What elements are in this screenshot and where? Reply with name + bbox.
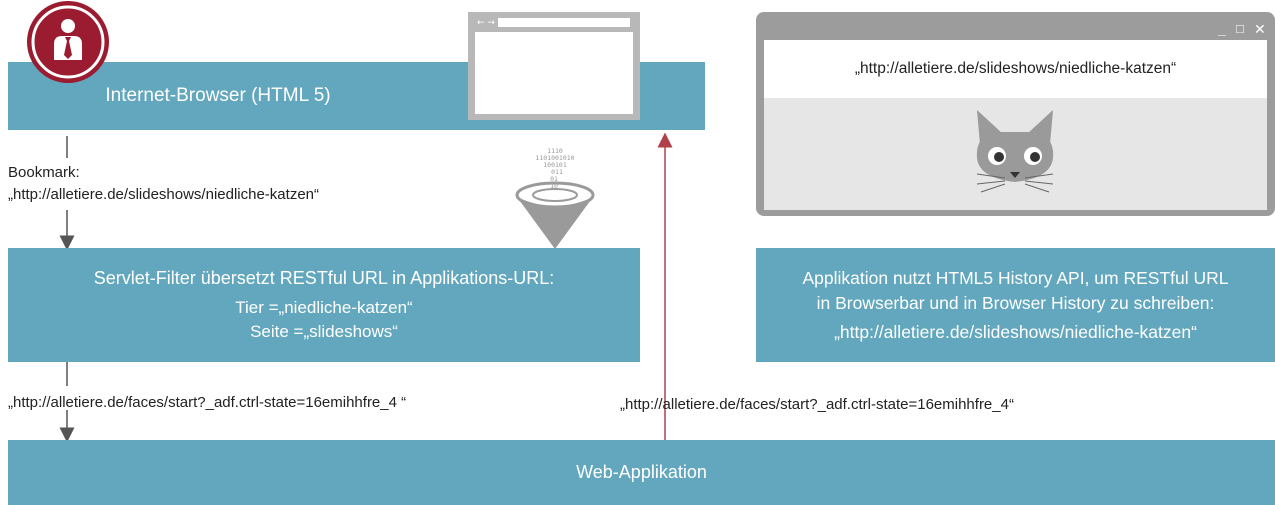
window-minimize-icon: _ [1218, 21, 1226, 37]
binary-line: 01 [550, 175, 558, 183]
history-api-box: Applikation nutzt HTML5 History API, um … [756, 248, 1275, 362]
binary-line: 1101001010 [535, 154, 574, 162]
servlet-filter-seite: Seite =„slideshows“ [250, 322, 398, 341]
svg-text:← →: ← → [477, 18, 495, 28]
binary-line: 10 [550, 182, 558, 190]
request-url-right: „http://alletiere.de/faces/start?_adf.ct… [620, 396, 1014, 413]
history-api-line1: Applikation nutzt HTML5 History API, um … [802, 267, 1229, 288]
servlet-filter-box: Servlet-Filter übersetzt RESTful URL in … [8, 248, 640, 362]
servlet-filter-title: Servlet-Filter übersetzt RESTful URL in … [93, 268, 555, 288]
mock-page-content [764, 98, 1267, 210]
web-application-bar: Web-Applikation [8, 440, 1275, 505]
mock-browser-window: _ □ ✕ „http://alletiere.de/slideshows/ni… [756, 12, 1275, 216]
bookmark-url: „http://alletiere.de/slideshows/niedlich… [8, 186, 319, 203]
request-url-left: „http://alletiere.de/faces/start?_adf.ct… [8, 394, 407, 411]
binary-funnel-icon: 1110 1101001010 100101 011 01 10 [515, 147, 595, 249]
internet-browser-label: Internet-Browser (HTML 5) [105, 85, 331, 106]
web-application-label: Web-Applikation [576, 462, 707, 482]
window-close-icon: ✕ [1254, 21, 1266, 37]
user-business-icon [27, 1, 109, 83]
servlet-filter-tier: Tier =„niedliche-katzen“ [235, 298, 413, 317]
mock-url-bar: „http://alletiere.de/slideshows/niedlich… [764, 40, 1267, 98]
cat-face-icon [976, 110, 1054, 193]
history-api-url: „http://alletiere.de/slideshows/niedlich… [834, 321, 1197, 342]
binary-line: 1110 [547, 147, 563, 155]
binary-line: 100101 [543, 161, 567, 169]
browser-window-icon: ← → [468, 12, 640, 120]
history-api-line2: in Browserbar und in Browser History zu … [816, 292, 1215, 313]
bookmark-label: Bookmark: [8, 164, 80, 181]
window-maximize-icon: □ [1236, 21, 1244, 36]
binary-line: 011 [551, 168, 563, 176]
